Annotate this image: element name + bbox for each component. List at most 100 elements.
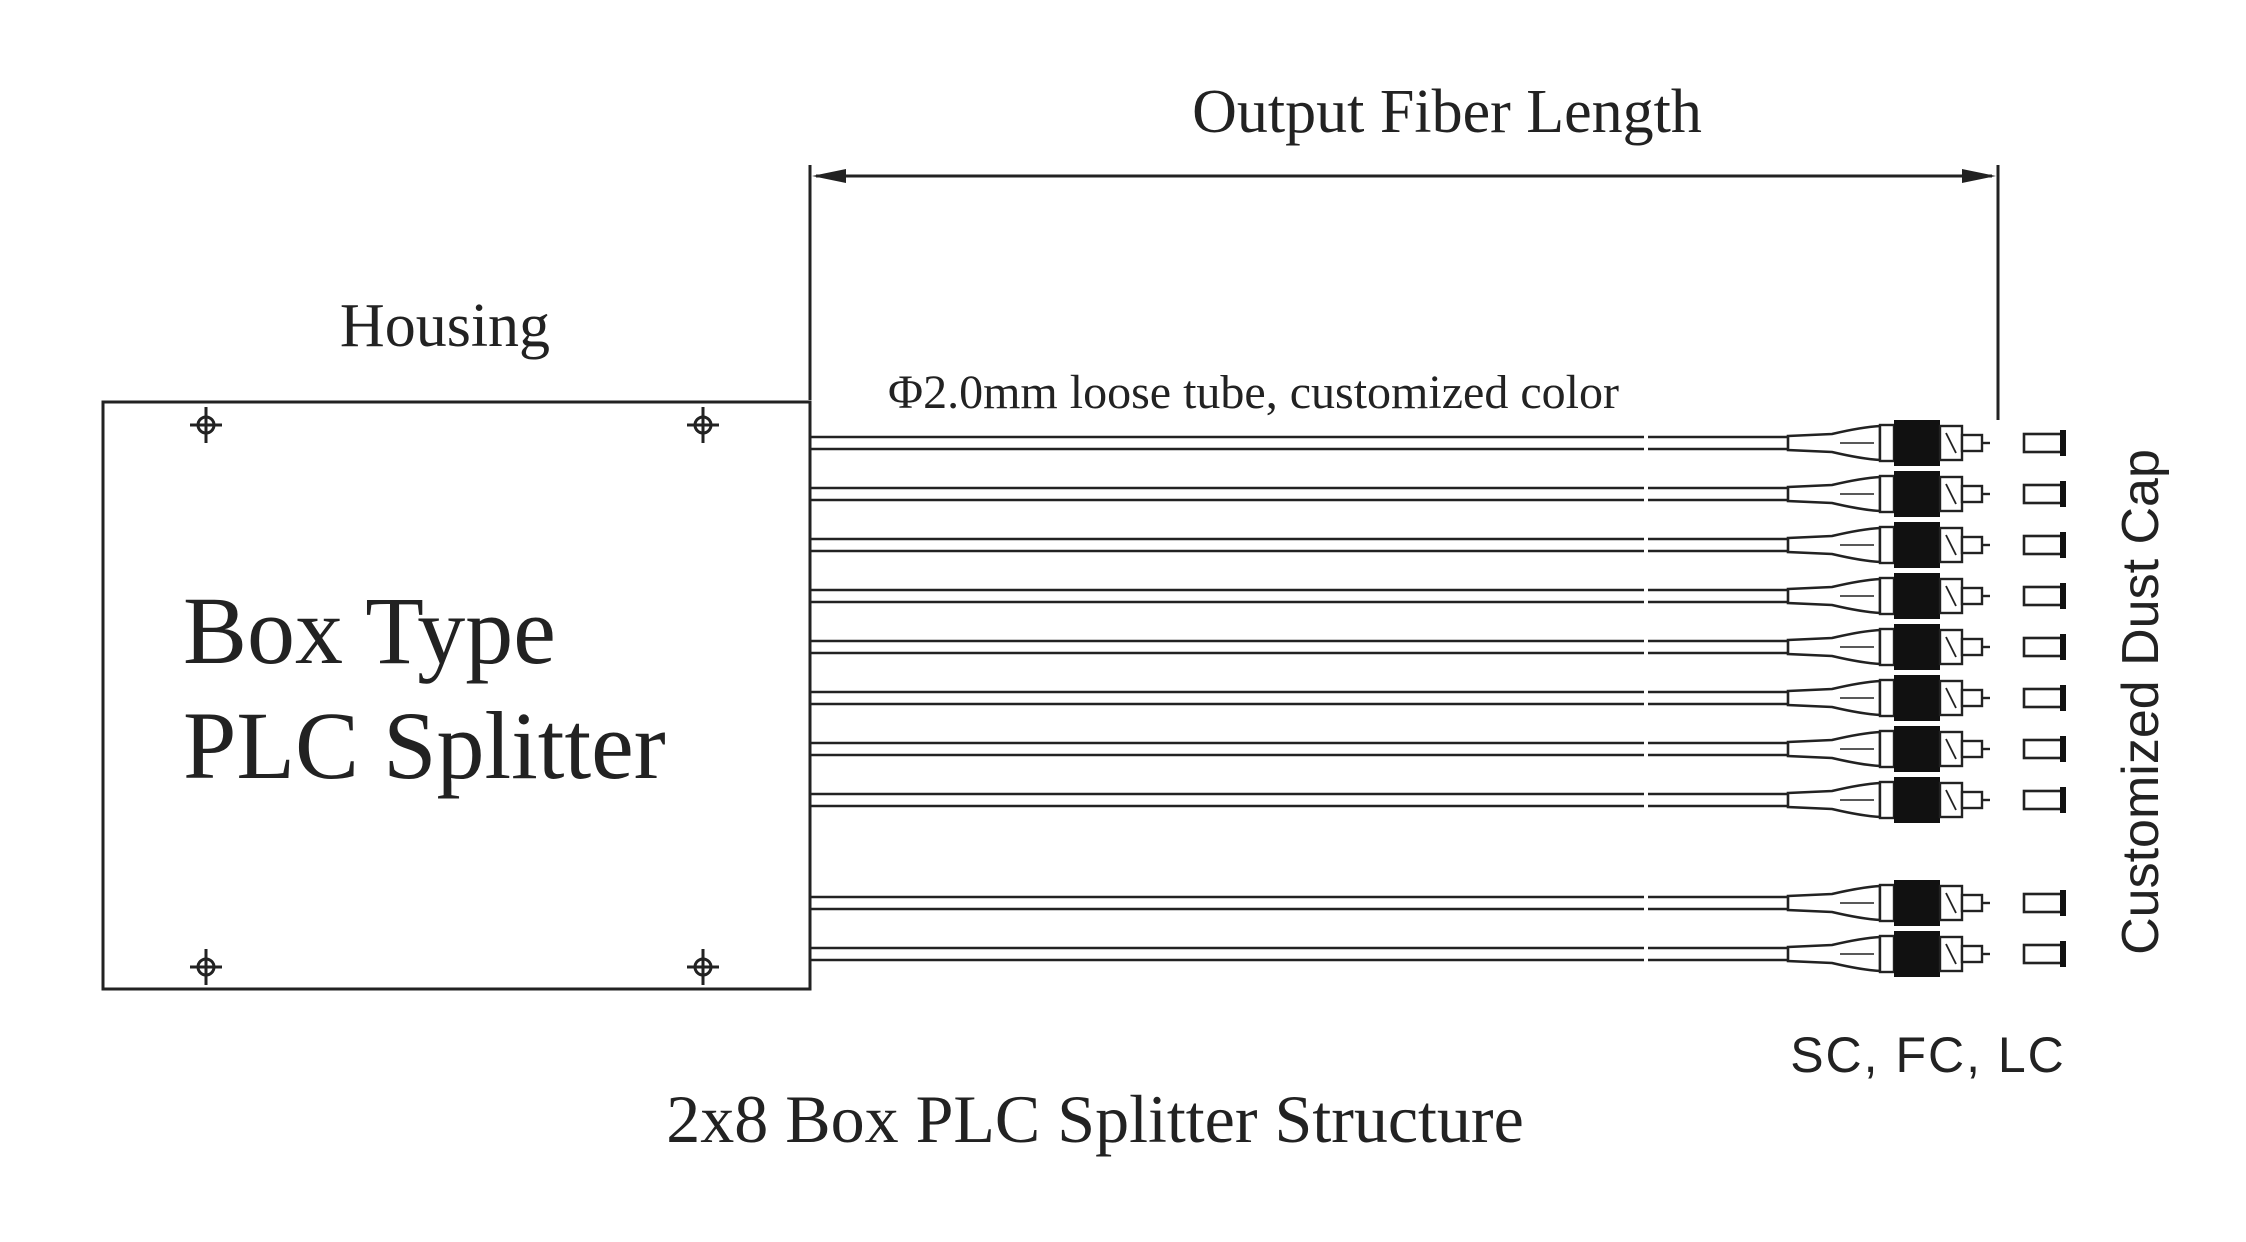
connector-icon bbox=[1786, 420, 1990, 466]
fiber-break bbox=[1644, 586, 1648, 606]
dust-cap-icon bbox=[2022, 430, 2066, 456]
screw-icon bbox=[687, 949, 719, 985]
connector-neck bbox=[1878, 883, 1896, 923]
connector-ferrule bbox=[1960, 535, 1984, 555]
fiber-output bbox=[810, 726, 2066, 772]
fiber-output bbox=[810, 522, 2066, 568]
dust-cap-icon bbox=[2022, 634, 2066, 660]
connector-neck bbox=[1878, 780, 1896, 820]
connector-body bbox=[1894, 420, 1940, 466]
fiber-output bbox=[810, 420, 2066, 466]
connector-icon bbox=[1786, 777, 1990, 823]
connector-neck bbox=[1878, 678, 1896, 718]
connector-body bbox=[1894, 522, 1940, 568]
fiber-break bbox=[1644, 944, 1648, 964]
connector-ferrule bbox=[1960, 637, 1984, 657]
connector-front-slash bbox=[1945, 483, 1957, 505]
fiber-output bbox=[810, 931, 2066, 977]
fiber-output bbox=[810, 675, 2066, 721]
connector-body bbox=[1894, 931, 1940, 977]
fiber-break bbox=[1644, 637, 1648, 657]
loose-tube-label: Φ2.0mm loose tube, customized color bbox=[888, 366, 1619, 419]
connector-front-slash bbox=[1945, 432, 1957, 454]
connector-icon bbox=[1786, 573, 1990, 619]
connector-body bbox=[1894, 777, 1940, 823]
connector-neck bbox=[1878, 934, 1896, 974]
fiber-output bbox=[810, 880, 2066, 926]
connector-neck bbox=[1878, 627, 1896, 667]
screw-icon bbox=[190, 407, 222, 443]
dust-cap-rim bbox=[2060, 634, 2066, 660]
connector-neck bbox=[1878, 576, 1896, 616]
dust-cap-body bbox=[2022, 738, 2066, 760]
box-title-line2: PLC Splitter bbox=[183, 692, 666, 799]
dust-cap-body bbox=[2022, 432, 2066, 454]
connector-body bbox=[1894, 675, 1940, 721]
connector-front-slash bbox=[1945, 636, 1957, 658]
fiber-break bbox=[1644, 739, 1648, 759]
connector-front-slash bbox=[1945, 687, 1957, 709]
connector-neck bbox=[1878, 525, 1896, 565]
dimension-arrow-left bbox=[812, 169, 846, 183]
dust-cap-body bbox=[2022, 687, 2066, 709]
dust-cap-icon bbox=[2022, 532, 2066, 558]
fiber-output bbox=[810, 471, 2066, 517]
connector-ferrule bbox=[1960, 433, 1984, 453]
dust-cap-rim bbox=[2060, 532, 2066, 558]
dust-cap-rim bbox=[2060, 736, 2066, 762]
diagram-caption: 2x8 Box PLC Splitter Structure bbox=[666, 1081, 1524, 1157]
connector-ferrule bbox=[1960, 688, 1984, 708]
dimension-arrow-right bbox=[1962, 169, 1996, 183]
output-length-label: Output Fiber Length bbox=[1192, 78, 1702, 146]
dust-cap-rim bbox=[2060, 787, 2066, 813]
fiber-output bbox=[810, 777, 2066, 823]
fiber-break bbox=[1644, 893, 1648, 913]
connector-icon bbox=[1786, 522, 1990, 568]
dust-cap-label: Customized Dust Cap bbox=[2112, 449, 2170, 955]
connector-icon bbox=[1786, 931, 1990, 977]
dust-cap-icon bbox=[2022, 787, 2066, 813]
box-title-line1: Box Type bbox=[183, 577, 556, 684]
connector-types-label: SC, FC, LC bbox=[1790, 1027, 2066, 1083]
connector-body bbox=[1894, 573, 1940, 619]
connector-front-slash bbox=[1945, 585, 1957, 607]
connector-icon bbox=[1786, 675, 1990, 721]
dust-cap-icon bbox=[2022, 890, 2066, 916]
dust-cap-icon bbox=[2022, 481, 2066, 507]
dust-cap-rim bbox=[2060, 481, 2066, 507]
fiber-break bbox=[1644, 535, 1648, 555]
connector-front-slash bbox=[1945, 534, 1957, 556]
connector-icon bbox=[1786, 624, 1990, 670]
fiber-break bbox=[1644, 688, 1648, 708]
connector-front-slash bbox=[1945, 892, 1957, 914]
dust-cap-body bbox=[2022, 892, 2066, 914]
connector-ferrule bbox=[1960, 893, 1984, 913]
dust-cap-rim bbox=[2060, 430, 2066, 456]
fiber-break bbox=[1644, 790, 1648, 810]
connector-body bbox=[1894, 471, 1940, 517]
dust-cap-body bbox=[2022, 585, 2066, 607]
fiber-break bbox=[1644, 433, 1648, 453]
screw-icon bbox=[687, 407, 719, 443]
connector-ferrule bbox=[1960, 739, 1984, 759]
connector-neck bbox=[1878, 729, 1896, 769]
dust-cap-icon bbox=[2022, 941, 2066, 967]
dust-cap-rim bbox=[2060, 941, 2066, 967]
dust-cap-body bbox=[2022, 789, 2066, 811]
dust-cap-rim bbox=[2060, 583, 2066, 609]
fiber-output bbox=[810, 573, 2066, 619]
connector-icon bbox=[1786, 471, 1990, 517]
connector-body bbox=[1894, 880, 1940, 926]
fiber-output bbox=[810, 624, 2066, 670]
dust-cap-body bbox=[2022, 483, 2066, 505]
connector-front-slash bbox=[1945, 943, 1957, 965]
dust-cap-body bbox=[2022, 534, 2066, 556]
connector-ferrule bbox=[1960, 586, 1984, 606]
connector-neck bbox=[1878, 423, 1896, 463]
housing-box: Box Type PLC Splitter bbox=[101, 400, 812, 991]
dust-cap-icon bbox=[2022, 583, 2066, 609]
output-length-dimension: Output Fiber Length bbox=[808, 78, 2000, 420]
connector-ferrule bbox=[1960, 484, 1984, 504]
dust-cap-icon bbox=[2022, 736, 2066, 762]
